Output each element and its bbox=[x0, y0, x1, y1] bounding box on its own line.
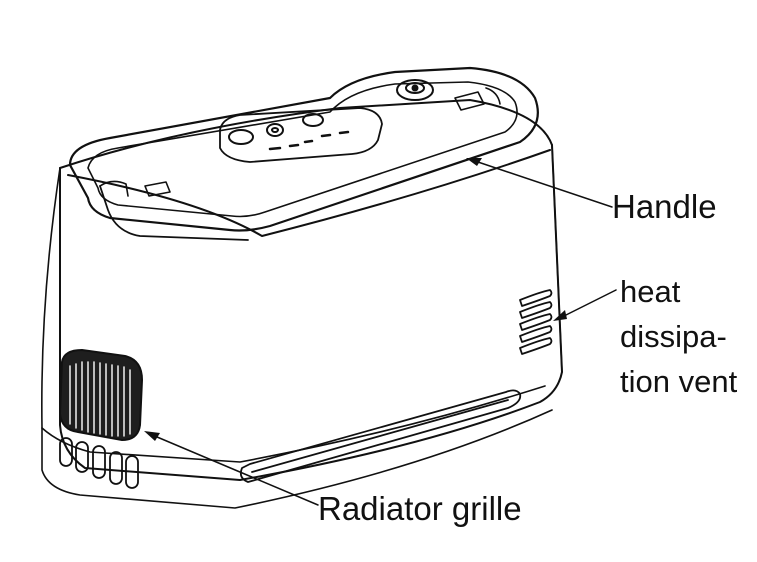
arrowhead-handle bbox=[466, 158, 482, 166]
control-panel bbox=[219, 107, 383, 163]
arrowhead-vent bbox=[553, 310, 567, 321]
radiator-grille bbox=[59, 349, 143, 441]
leader-lines bbox=[149, 159, 617, 506]
leader-line-handle bbox=[471, 159, 613, 208]
arrowhead-grille bbox=[144, 431, 160, 441]
bottom-vent-slots bbox=[59, 437, 139, 489]
connector-knob bbox=[396, 79, 434, 101]
label-vent-line3: tion vent bbox=[620, 364, 738, 399]
front-rail bbox=[239, 389, 522, 483]
label-handle: Handle bbox=[612, 188, 717, 225]
heat-vent-slats bbox=[519, 289, 553, 355]
leader-line-vent bbox=[559, 289, 617, 319]
handle bbox=[68, 66, 539, 241]
label-vent-line1: heat bbox=[620, 274, 681, 309]
device-body bbox=[41, 99, 563, 509]
label-vent-line2: dissipa- bbox=[620, 319, 727, 354]
leader-line-grille bbox=[149, 433, 319, 506]
label-radiator-grille: Radiator grille bbox=[318, 490, 522, 527]
